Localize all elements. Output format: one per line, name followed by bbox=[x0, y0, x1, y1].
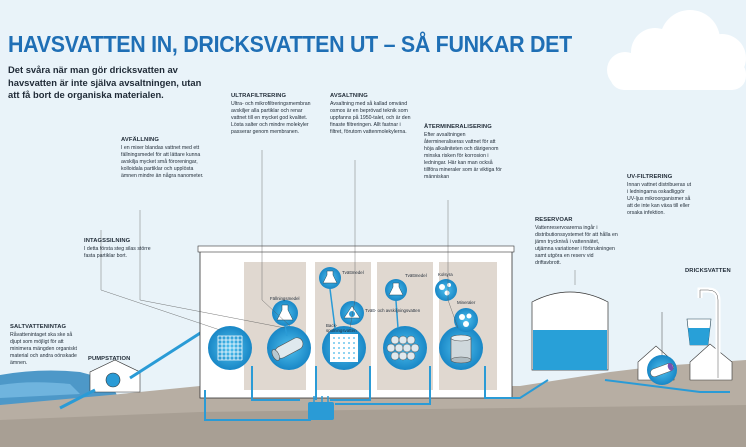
step-reservoar: RESERVOAR Vattenreservoarerna ingår i di… bbox=[535, 217, 619, 267]
uv-lamp-icon bbox=[647, 355, 677, 385]
label-kolsyra: Kolsyra bbox=[438, 272, 453, 277]
reverse-osmosis-pipes-icon bbox=[383, 326, 427, 370]
minerals-icon bbox=[454, 308, 478, 332]
step-heading: DRICKSVATTEN bbox=[685, 268, 731, 274]
flask-icon bbox=[385, 279, 407, 329]
ultrafilter-membrane-icon bbox=[322, 326, 366, 370]
step-text: Vattenreservoarerna ingår i distribution… bbox=[535, 225, 618, 266]
step-text: Avsaltning med så kallad omvänd osmos är… bbox=[330, 101, 411, 135]
step-text: Ultra- och mikrofiltreringsmembran avski… bbox=[231, 101, 311, 135]
leader-lines bbox=[100, 150, 576, 331]
co2-bubbles-icon bbox=[435, 279, 457, 301]
step-atermineralisering: ÅTERMINERALISERING Efter avsaltningen åt… bbox=[424, 124, 504, 181]
flocculation-tube-icon bbox=[267, 326, 311, 370]
step-intagssilning: INTAGSSILNING I detta första steg silas … bbox=[84, 238, 156, 260]
label-tvattmedel: Tvättmedel bbox=[405, 273, 427, 278]
label-mineraler: Mineraler bbox=[457, 300, 476, 305]
step-avsaltning: AVSALTNING Avsaltning med så kallad omvä… bbox=[330, 93, 412, 136]
step-ultrafiltrering: ULTRAFILTRERING Ultra- och mikrofiltreri… bbox=[231, 93, 311, 136]
intake-pipe bbox=[129, 328, 206, 380]
step-heading: INTAGSSILNING bbox=[84, 238, 131, 244]
step-text: Råvattenintaget ska ske så djupt som möj… bbox=[10, 332, 77, 366]
step-text: I en mixer blandas vattnet med ett fälln… bbox=[121, 145, 204, 179]
remineralization-tank-icon bbox=[439, 326, 483, 370]
step-heading: RESERVOAR bbox=[535, 217, 573, 223]
reservoir-tank bbox=[531, 291, 609, 371]
drinking-glass-icon bbox=[686, 318, 712, 346]
step-heading: PUMPSTATION bbox=[88, 356, 131, 362]
intake-screen-icon bbox=[208, 326, 252, 370]
step-text: Innan vattnet distribueras ut i ledninga… bbox=[627, 182, 692, 216]
cloud-icon bbox=[607, 10, 746, 90]
step-pumpstation: PUMPSTATION bbox=[88, 356, 130, 364]
flask-icon bbox=[272, 300, 298, 337]
flask-icon bbox=[319, 267, 341, 329]
step-dricksvatten: DRICKSVATTEN bbox=[685, 268, 731, 276]
step-avfallning: AVFÄLLNING I en mixer blandas vattnet me… bbox=[121, 137, 205, 180]
step-uvfiltrering: UV-FILTRERING Innan vattnet distribueras… bbox=[627, 174, 693, 217]
step-heading: SALTVATTENINTAG bbox=[10, 324, 67, 330]
collection-tank bbox=[308, 402, 334, 420]
label-tvatt-avskiljningsvatten: Tvätt- och avskiljningsvatten bbox=[365, 308, 421, 313]
step-saltvattenintag: SALTVATTENINTAG Råvattenintaget ska ske … bbox=[10, 324, 84, 367]
label-fallningsmedel: Fällningsmedel bbox=[270, 296, 300, 301]
page-title: HAVSVATTEN IN, DRICKSVATTEN UT – SÅ FUNK… bbox=[8, 31, 572, 57]
step-heading: UV-FILTRERING bbox=[627, 174, 673, 180]
backwash-pump-icon bbox=[340, 301, 364, 325]
step-heading: AVSALTNING bbox=[330, 93, 368, 99]
intro-text: Det svåra när man gör dricksvatten av ha… bbox=[8, 64, 202, 101]
step-text: I detta första steg silas större fasta p… bbox=[84, 246, 151, 259]
pumpstation-building bbox=[59, 359, 141, 410]
underground-pipes bbox=[204, 366, 730, 421]
water-tap-icon bbox=[697, 287, 721, 378]
step-heading: AVFÄLLNING bbox=[121, 137, 159, 143]
label-backspolningsvatten: Back-spolningsvatten bbox=[326, 323, 357, 334]
step-heading: ULTRAFILTRERING bbox=[231, 93, 287, 99]
label-tvattmedel: Tvättmedel bbox=[342, 270, 364, 275]
step-heading: ÅTERMINERALISERING bbox=[424, 124, 492, 130]
step-text: Efter avsaltningen återmineraliseras vat… bbox=[424, 132, 502, 180]
